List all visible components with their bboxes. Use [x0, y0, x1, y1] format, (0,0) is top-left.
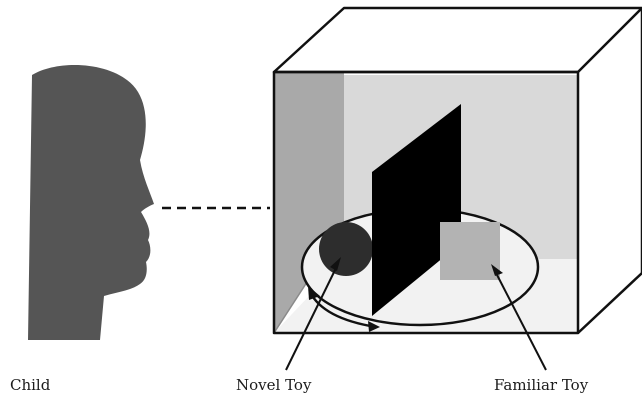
- occluding-screen: [372, 104, 461, 316]
- left-wall: [274, 72, 344, 333]
- child-label: Child: [10, 376, 51, 394]
- box-frame: [272, 6, 642, 335]
- familiar-toy-cube: [440, 222, 500, 280]
- child-head-silhouette: [28, 64, 154, 340]
- familiar-toy-pointer: [494, 270, 547, 371]
- rotation-arrow-head: [308, 286, 320, 300]
- familiar-toy-pointer-head: [491, 264, 503, 276]
- familiar-toy-label: Familiar Toy: [494, 376, 589, 394]
- novel-toy-label: Novel Toy: [236, 376, 312, 394]
- novel-toy-pointer-head: [330, 257, 341, 271]
- rotation-arrow-tail: [368, 321, 380, 332]
- novel-toy-pointer: [285, 263, 339, 371]
- novel-toy-sphere: [319, 222, 373, 276]
